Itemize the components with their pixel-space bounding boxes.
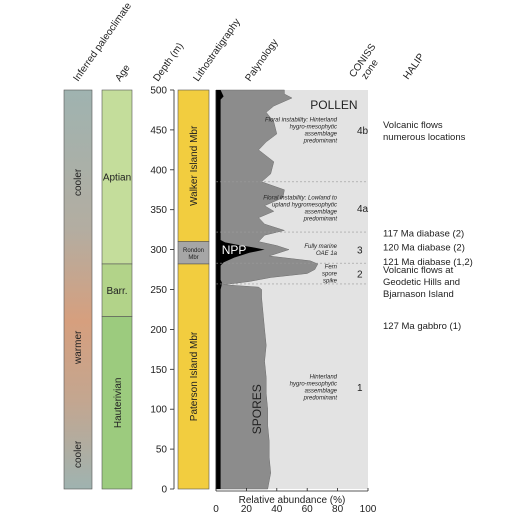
zone-note-line: OAE 1a: [316, 251, 338, 257]
halip-line: Geodetic Hills and: [383, 277, 460, 288]
coniss-zone-label: 4b: [357, 126, 369, 137]
halip-line: 120 Ma diabase (2): [383, 243, 465, 254]
age-label: Barr.: [106, 286, 127, 297]
abundance-axis-title: Relative abundance (%): [239, 495, 346, 506]
depth-tick-label: 100: [150, 405, 167, 416]
depth-tick-label: 400: [150, 165, 167, 176]
coniss-zone-label: 2: [357, 270, 363, 281]
abundance-tick-label: 80: [332, 504, 344, 515]
header-age: Age: [113, 62, 132, 83]
age-band: [101, 316, 133, 490]
paleoclimate-label-middle: warmer: [73, 330, 84, 365]
depth-tick-label: 250: [150, 285, 167, 296]
coniss-zone-label: 1: [357, 383, 363, 394]
halip-line: Volcanic flows: [383, 120, 443, 131]
litho-unit: [177, 89, 210, 242]
halip-line: numerous locations: [383, 132, 466, 143]
header-depth: Depth (m): [151, 41, 186, 84]
litho-label: Rondon: [183, 248, 204, 254]
coniss-zone-label: 4a: [357, 204, 369, 215]
palynology-chart: POLLEN NPP SPORES Floral instability: Hi…: [213, 89, 377, 515]
zone-note-line: predominant: [303, 217, 338, 223]
halip-line: 121 Ma diabase (1,2): [383, 257, 473, 268]
zone-note-line: Fern: [325, 265, 338, 271]
depth-tick-label: 300: [150, 245, 167, 256]
zone-note-line: hygro-mesophytic: [290, 124, 337, 130]
abundance-tick-label: 20: [241, 504, 253, 515]
header-palynology: Palynology: [243, 37, 280, 83]
header-lithostratigraphy: Lithostratigraphy: [191, 17, 242, 84]
halip-line: Bjarnason Island: [383, 289, 454, 300]
abundance-tick-label: 0: [213, 504, 219, 515]
halip-line: Volcanic flows at: [383, 265, 454, 276]
zone-note-line: upland hygromesophytic: [272, 203, 337, 209]
depth-axis: 0 50 100 150 200 250 300 350 400 450 500: [150, 86, 175, 496]
zone-note-line: Floral instability: Hinterland: [265, 117, 338, 123]
abundance-axis: Relative abundance (%) 0 20 40 60 80 100: [213, 488, 377, 515]
header-halip: HALIP: [401, 51, 427, 81]
zone-note-line: spore: [322, 272, 338, 278]
halip-line: 127 Ma gabbro (1): [383, 321, 461, 332]
zone-note-line: Hinterland: [310, 374, 338, 380]
depth-tick-label: 500: [150, 86, 167, 97]
zone-note-line: Floral instability: Lowland to: [263, 196, 337, 202]
abundance-tick-label: 100: [360, 504, 377, 515]
zone-note-line: predominant: [303, 395, 338, 401]
zone-note-line: assemblage: [305, 131, 338, 137]
spores-area: [215, 89, 319, 490]
abundance-tick-label: 40: [271, 504, 283, 515]
paleoclimate-label-top: cooler: [73, 168, 84, 196]
depth-tick-label: 0: [161, 485, 167, 496]
coniss-zone-labels: 4b 4a 3 2 1: [357, 126, 369, 394]
zone-note-line: spike: [323, 279, 338, 285]
paleoclimate-bar: [63, 89, 93, 490]
halip-line: 117 Ma diabase (2): [383, 228, 464, 239]
zone-note-line: predominant: [303, 138, 338, 144]
zone-note-line: hygro-mesophytic: [290, 381, 337, 387]
zone-notes: Floral instability: Hinterlandhygro-meso…: [263, 117, 337, 401]
age-band: [101, 263, 133, 317]
abundance-tick-label: 60: [302, 504, 314, 515]
paleoclimate-label-bottom: cooler: [73, 440, 84, 468]
zone-note-line: assemblage: [305, 388, 338, 394]
litho-label: Walker Island Mbr: [189, 125, 200, 206]
spores-label: SPORES: [250, 384, 264, 434]
depth-tick-label: 200: [150, 325, 167, 336]
zone-note-line: assemblage: [305, 210, 338, 216]
age-label: Aptian: [103, 172, 131, 183]
depth-tick-label: 450: [150, 125, 167, 136]
paleoclimate-column: cooler warmer cooler: [63, 89, 93, 490]
zone-note-line: Fully marine: [304, 244, 337, 250]
age-label: Hauterivian: [113, 378, 124, 429]
litho-label: Mbr: [188, 255, 198, 261]
litho-label: Paterson Island Mbr: [189, 331, 200, 421]
npp-label: NPP: [222, 243, 247, 257]
pollen-label: POLLEN: [310, 98, 357, 112]
coniss-zone-label: 3: [357, 246, 363, 257]
depth-tick-label: 350: [150, 205, 167, 216]
depth-tick-label: 150: [150, 365, 167, 376]
column-headers: Inferred paleoclimate Age Depth (m) Lith…: [71, 1, 427, 84]
age-band: [101, 89, 133, 265]
litho-unit: [177, 263, 210, 490]
depth-tick-label: 50: [156, 445, 168, 456]
zone-boundaries: [216, 181, 368, 285]
